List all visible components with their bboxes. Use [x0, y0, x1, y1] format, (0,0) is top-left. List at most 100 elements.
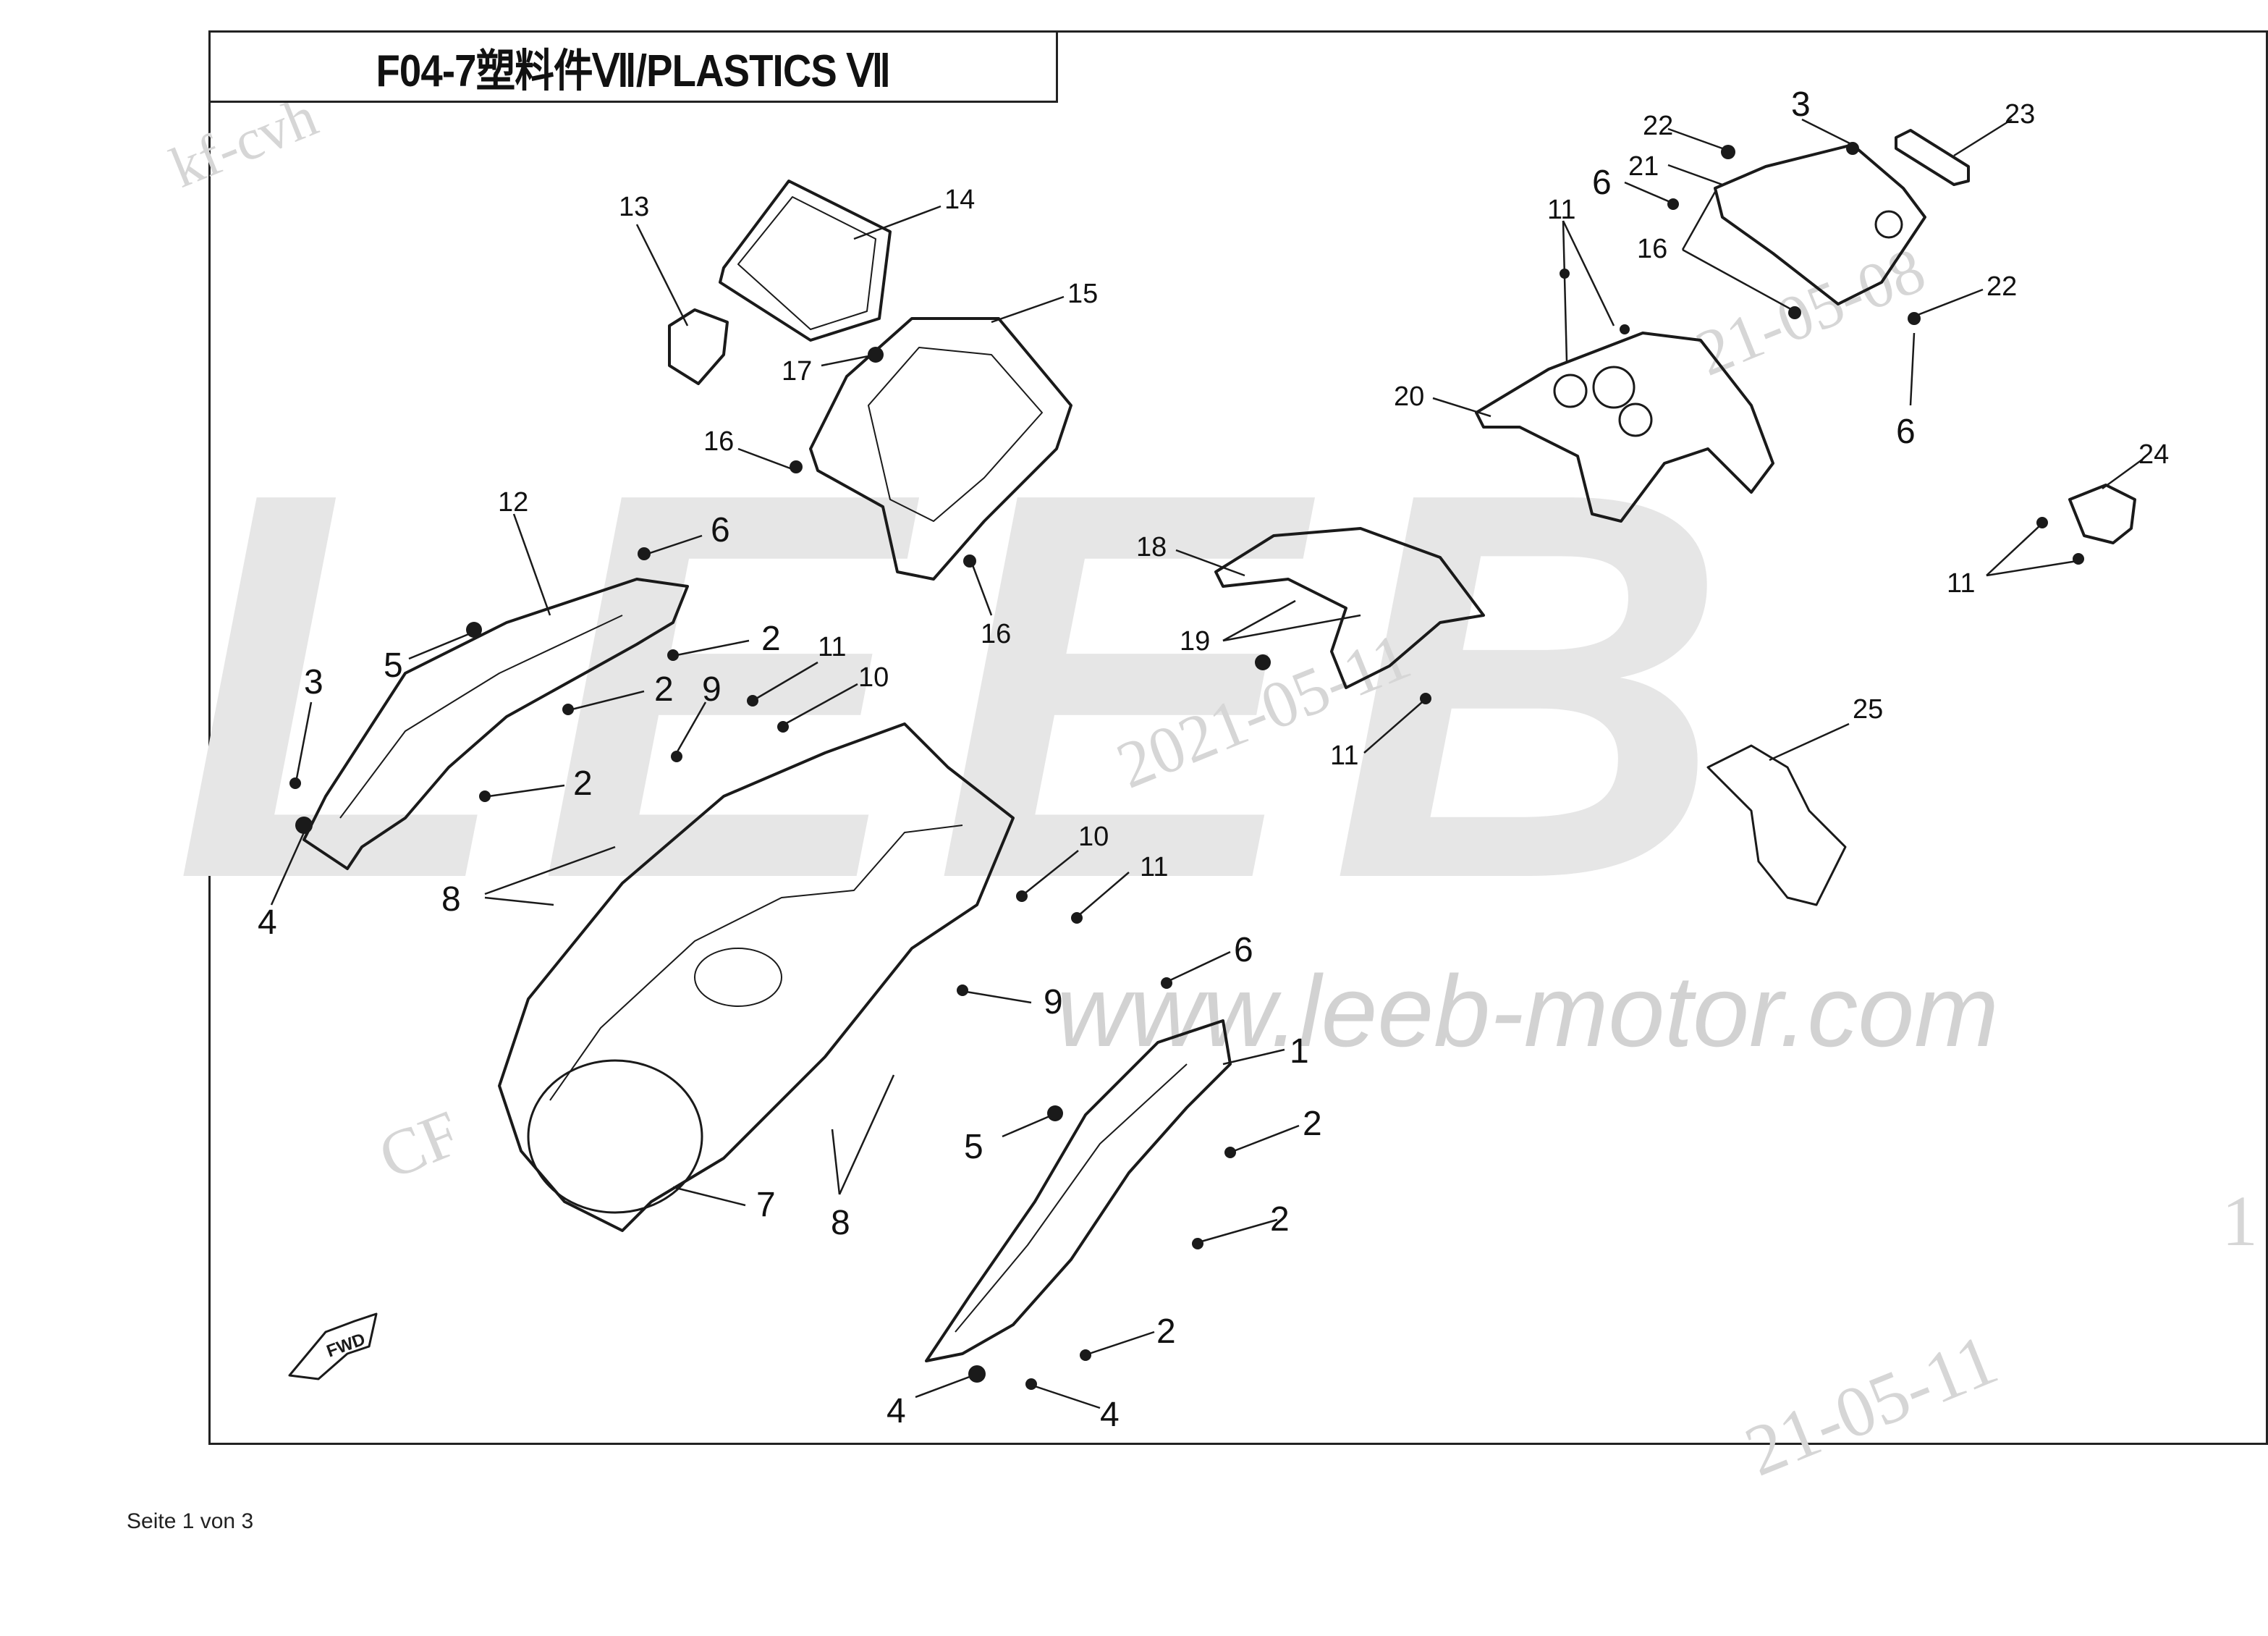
fastener: [1620, 324, 1630, 334]
callout-5b: 5: [964, 1128, 983, 1166]
part-12-inner: [339, 615, 623, 819]
leader-11g: [1986, 560, 2078, 577]
part-15-outline: [809, 317, 1072, 581]
leader-16a: [737, 447, 797, 472]
leader-16c: [1681, 191, 1717, 250]
part-21-outline: [1714, 143, 1926, 305]
leader-2f: [1088, 1331, 1155, 1355]
part-25-outline: [1706, 744, 1847, 906]
title-box: F04-7塑料件Ⅶ/PLASTICS Ⅶ: [208, 30, 1058, 103]
callout-14: 14: [944, 185, 975, 215]
leader-22a: [1667, 127, 1723, 150]
callouts: 13 14 15 17 16 16 12 6 5 2 2 2 3 4 9 11 …: [258, 85, 2169, 1434]
page-footer: Seite 1 von 3: [127, 1509, 254, 1533]
fastener: [1047, 1105, 1063, 1121]
part-14-inner: [737, 196, 876, 330]
watermark-layer: LEEB www.leeb-motor.com kf-cvh 2021-05-1…: [162, 85, 2258, 1492]
callout-2d: 2: [1303, 1105, 1322, 1143]
leader-10a: [784, 683, 858, 725]
callout-6d: 6: [1896, 413, 1916, 451]
fastener: [1016, 890, 1028, 902]
callout-16b: 16: [981, 619, 1011, 649]
part-21-hole: [1874, 210, 1903, 239]
fastener: [1908, 312, 1921, 325]
stamp-date-bottom: 21-05-11: [1735, 1319, 2008, 1492]
part-20-hole-a: [1553, 374, 1588, 408]
leader-6d: [1909, 332, 1916, 406]
fastener: [957, 984, 968, 996]
fastener: [1192, 1238, 1203, 1249]
leader-5b: [1002, 1113, 1054, 1138]
leader-24: [2102, 458, 2143, 490]
part-20-hole-c: [1618, 402, 1653, 437]
leader-4c: [1034, 1385, 1101, 1409]
fastener: [868, 347, 884, 363]
fastener: [747, 695, 758, 707]
part-1-outline: [925, 1019, 1232, 1362]
fastener: [777, 721, 789, 733]
fastener: [1025, 1378, 1037, 1390]
leader-3b: [1801, 118, 1853, 146]
part-24-outline: [2068, 484, 2136, 544]
leader-2e: [1201, 1218, 1278, 1243]
leader-7: [672, 1186, 746, 1207]
fastener: [790, 460, 803, 473]
fastener: [638, 547, 651, 560]
callout-18: 18: [1136, 532, 1167, 562]
callout-17: 17: [782, 356, 812, 387]
callout-5a: 5: [384, 646, 403, 685]
leader-2c: [488, 784, 565, 798]
fastener: [671, 751, 682, 762]
fastener: [667, 649, 679, 661]
leader-11c: [1363, 701, 1423, 754]
callout-4c: 4: [1100, 1396, 1120, 1434]
callout-10a: 10: [858, 662, 889, 693]
callout-11b: 11: [1140, 852, 1168, 882]
leader-2d: [1233, 1124, 1300, 1152]
part-7-wheel-arch: [527, 1059, 703, 1214]
callout-7: 7: [756, 1186, 776, 1224]
callout-2c: 2: [573, 764, 593, 803]
leader-21: [1667, 164, 1723, 186]
page-title: F04-7塑料件Ⅶ/PLASTICS Ⅶ: [376, 46, 892, 96]
leader-12: [512, 513, 551, 616]
callout-4b: 4: [887, 1392, 906, 1430]
leader-1: [1222, 1048, 1285, 1066]
callout-19: 19: [1180, 626, 1210, 657]
fastener: [1071, 912, 1083, 924]
callout-11a: 11: [818, 632, 846, 662]
leader-8d: [838, 1074, 895, 1195]
leader-13: [635, 224, 689, 326]
callout-15: 15: [1067, 279, 1098, 309]
callout-4a: 4: [258, 903, 277, 942]
url-watermark: www.leeb-motor.com: [1057, 954, 1999, 1068]
fastener: [1255, 654, 1271, 670]
leader-18: [1175, 549, 1245, 577]
callout-2f: 2: [1156, 1312, 1176, 1351]
fastener: [295, 817, 313, 834]
part-23-outline: [1895, 129, 1970, 186]
part-13-outline: [668, 308, 729, 385]
part-outlines: [288, 129, 2136, 1380]
leader-19b: [1222, 614, 1361, 642]
part-7-inner: [549, 825, 963, 1101]
callout-16c: 16: [1637, 234, 1667, 264]
leader-2a: [676, 639, 750, 657]
callout-6a: 6: [711, 511, 730, 549]
stamp-edge: 1: [2222, 1181, 2258, 1261]
leader-11b: [1078, 872, 1130, 916]
leader-4a: [270, 832, 305, 906]
fastener: [1420, 693, 1431, 704]
leader-11a: [756, 661, 818, 700]
leader-20: [1432, 397, 1491, 418]
leader-22b: [1917, 288, 1984, 316]
callout-8b: 8: [831, 1204, 850, 1242]
diagram-frame: [208, 30, 2268, 1445]
fastener: [1788, 306, 1801, 319]
part-12-outline: [302, 578, 689, 870]
leader-15: [991, 295, 1065, 324]
leader-14: [853, 205, 942, 240]
callout-22b: 22: [1986, 271, 2017, 302]
part-7-outline: [498, 722, 1015, 1232]
